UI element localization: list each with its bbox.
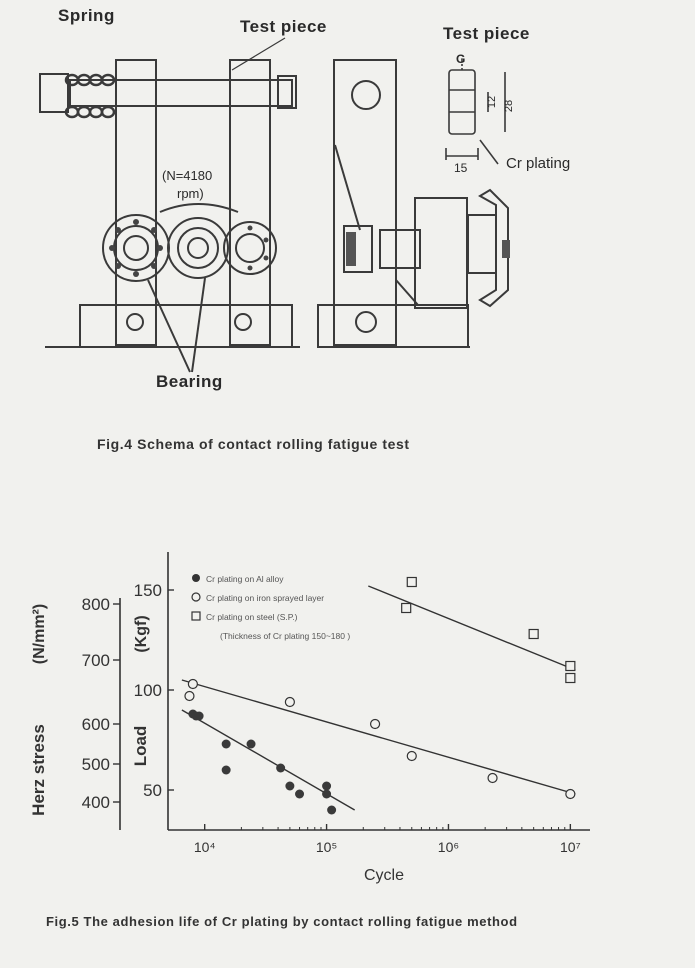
bearing-balls xyxy=(109,219,269,277)
plate-right xyxy=(229,59,271,346)
stress-axis-unit: (N/mm²) xyxy=(31,604,48,664)
point-filled-circle xyxy=(295,789,305,799)
legend-entry: Cr plating on Al alloy xyxy=(206,574,284,584)
bearing-right xyxy=(223,221,277,275)
side-sleeve xyxy=(467,214,497,274)
stress-axis-label: Herz stress xyxy=(29,724,48,816)
detail-dim-15: 15 xyxy=(454,161,468,175)
legend-entry: Cr plating on iron sprayed layer xyxy=(206,593,324,603)
point-filled-circle xyxy=(322,789,332,799)
point-open-square xyxy=(528,628,539,640)
y-tick-label: 150 xyxy=(134,581,162,600)
point-filled-circle xyxy=(221,739,231,749)
legend-entry: (Thickness of Cr plating 150~180 ) xyxy=(220,631,350,641)
test-piece-label: Test piece xyxy=(240,17,327,36)
test-piece-detail-label: Test piece xyxy=(443,24,530,43)
x-tick-label: 10⁶ xyxy=(438,839,459,855)
stress-tick-label: 700 xyxy=(82,651,110,670)
figure4-caption: Fig.4 Schema of contact rolling fatigue … xyxy=(97,436,410,452)
test-piece-detail xyxy=(445,60,506,165)
x-tick-label: 10⁷ xyxy=(560,839,581,855)
detail-dim-28: 28 xyxy=(503,99,516,113)
test-rig-schema xyxy=(39,37,510,373)
y-tick-label: 100 xyxy=(134,681,162,700)
point-open-circle xyxy=(187,678,198,690)
legend-marker-filled-circle xyxy=(192,574,200,582)
stress-tick-label: 600 xyxy=(82,715,110,734)
nut-right xyxy=(277,75,297,109)
base-left xyxy=(79,304,293,348)
pulley xyxy=(478,188,509,308)
bearing-label: Bearing xyxy=(156,372,223,391)
stress-tick-label: 500 xyxy=(82,755,110,774)
spring-label: Spring xyxy=(58,6,115,25)
point-filled-circle xyxy=(194,711,204,721)
point-filled-circle xyxy=(285,781,295,791)
x-tick-label: 10⁵ xyxy=(316,839,337,855)
legend-marker-open-square xyxy=(191,611,201,621)
point-open-circle xyxy=(487,772,498,784)
detail-g-label: G xyxy=(456,52,466,66)
bearing-center xyxy=(167,217,229,279)
side-plate xyxy=(333,59,397,346)
nut-left xyxy=(39,73,69,113)
spring-coils xyxy=(64,73,116,119)
point-open-square xyxy=(565,660,576,672)
point-filled-circle xyxy=(246,739,256,749)
x-tick-label: 10⁴ xyxy=(194,839,216,855)
point-filled-circle xyxy=(221,765,231,775)
point-filled-circle xyxy=(276,763,286,773)
legend-entry: Cr plating on steel (S.P.) xyxy=(206,612,298,622)
side-housing xyxy=(414,197,468,309)
point-open-circle xyxy=(284,696,295,708)
plate-left xyxy=(115,59,157,346)
cr-plating-label: Cr plating xyxy=(506,155,571,172)
y-axis-label: Load xyxy=(131,726,150,767)
point-open-circle xyxy=(406,750,417,762)
rotation-arrow xyxy=(159,203,239,213)
speed-label-line2: rpm) xyxy=(177,186,204,201)
point-open-circle xyxy=(369,718,381,730)
fit-line-open-circle xyxy=(181,679,576,795)
y-axis-unit: (Kgf) xyxy=(133,615,150,652)
side-base xyxy=(317,304,469,348)
side-hole-bottom xyxy=(355,311,377,333)
point-filled-circle xyxy=(322,781,332,791)
fit-line-open-square xyxy=(368,585,576,671)
point-open-square xyxy=(401,602,412,614)
point-open-circle xyxy=(565,788,576,800)
stress-tick-label: 800 xyxy=(82,595,110,614)
legend-marker-open-circle xyxy=(191,592,201,602)
stress-tick-label: 400 xyxy=(82,793,110,812)
x-axis-label: Cycle xyxy=(364,867,404,884)
speed-label-line1: (N=4180 xyxy=(162,168,213,183)
y-tick-label: 50 xyxy=(143,781,162,800)
point-open-circle xyxy=(184,690,195,702)
side-plate-hole xyxy=(351,80,381,110)
adhesion-life-chart: 10⁴ 10⁵ 10⁶ 10⁷ 50 100 150 400 500 600 700 800 Cycl… xyxy=(29,552,590,884)
point-open-square xyxy=(406,576,417,588)
base-hole-left xyxy=(126,313,144,331)
detail-dim-12: 12 xyxy=(486,95,499,109)
point-open-square xyxy=(565,672,576,684)
base-hole-right xyxy=(234,313,252,331)
side-shaft xyxy=(379,229,421,269)
figure5-caption: Fig.5 The adhesion life of Cr plating by… xyxy=(46,914,518,929)
shaft xyxy=(69,79,293,107)
point-filled-circle xyxy=(327,805,337,815)
